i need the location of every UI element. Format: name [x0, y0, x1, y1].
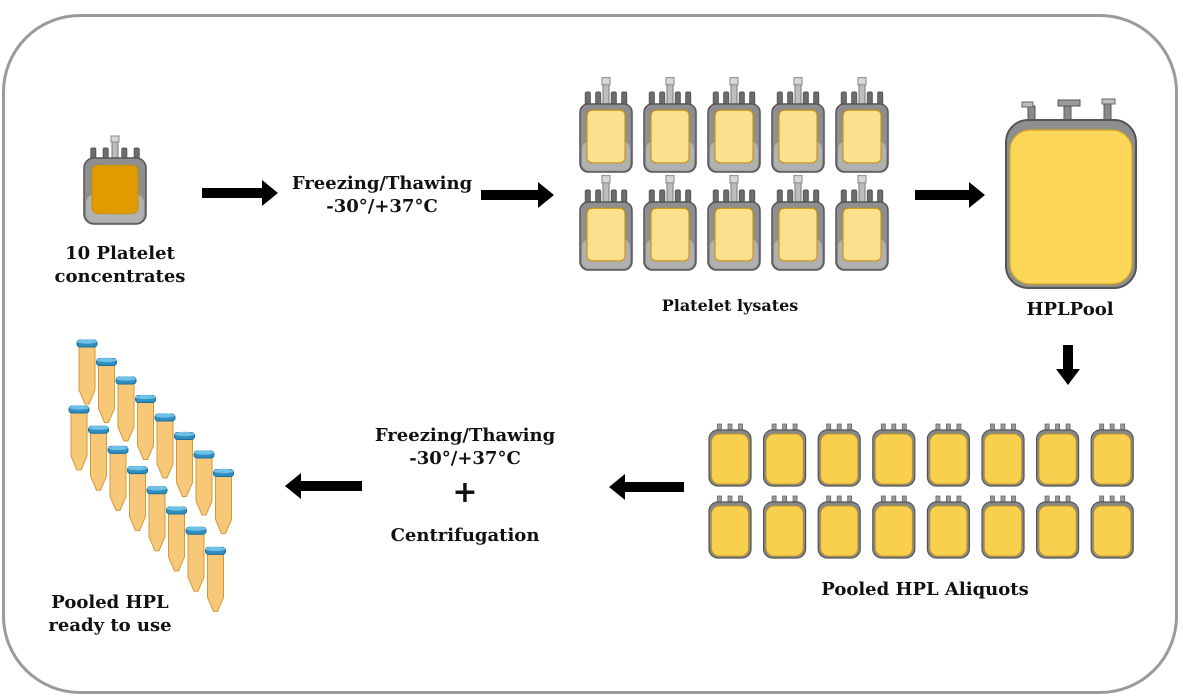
lysate-bag-3 [707, 77, 761, 173]
platelet-lysate-bags [579, 77, 889, 271]
tube-3 [115, 376, 137, 442]
aliquot-bag-12 [872, 495, 916, 559]
tube-16 [205, 546, 226, 612]
aliquot-bag-15 [1035, 495, 1080, 559]
arrow-right-1 [202, 180, 278, 206]
lysate-bag-4 [771, 77, 825, 173]
arrow-right-2 [481, 182, 554, 208]
label-pooled-hpl-aliquots: Pooled HPL Aliquots [821, 579, 1029, 600]
pooled-aliquot-bags [708, 423, 1134, 559]
label-freezing-thawing-2: Freezing/Thawing -30°/+37°C [374, 425, 556, 469]
concentrate-bag [83, 135, 147, 225]
tube-14 [166, 506, 187, 572]
lysate-bag-9 [771, 175, 825, 271]
tube-1 [76, 339, 98, 405]
tube-13 [146, 486, 168, 552]
arrow-left-1 [609, 474, 684, 500]
label-centrifugation: Centrifugation [390, 525, 540, 546]
tube-5 [154, 413, 176, 479]
process-arrows [202, 180, 1080, 500]
tube-9 [68, 405, 90, 471]
hpl-pool-bag-icon [1005, 98, 1137, 289]
lysate-bag-5 [835, 77, 889, 173]
aliquot-bag-11 [817, 495, 861, 559]
platelet-concentrate-bag-icon [83, 135, 147, 225]
aliquot-bag-2 [762, 423, 807, 487]
label-platelet-concentrates: 10 Platelet concentrates [54, 243, 186, 287]
aliquot-bag-4 [872, 423, 916, 487]
lysate-bag-8 [707, 175, 761, 271]
lysate-bag-10 [835, 175, 889, 271]
aliquot-bag-13 [926, 495, 971, 559]
tube-11 [107, 445, 129, 511]
aliquot-bag-6 [981, 423, 1025, 487]
aliquot-bag-10 [762, 495, 807, 559]
label-hpl-pool: HPLPool [1026, 299, 1114, 320]
aliquot-bag-1 [708, 423, 752, 487]
lysate-bag-6 [579, 175, 633, 271]
tube-8 [213, 468, 234, 534]
aliquot-bag-16 [1090, 495, 1134, 559]
label-pooled-hpl-ready: Pooled HPL ready to use [48, 592, 172, 636]
aliquot-bag-5 [926, 423, 971, 487]
label-freezing-thawing-1: Freezing/Thawing -30°/+37°C [291, 173, 473, 217]
aliquot-bag-7 [1035, 423, 1080, 487]
tube-6 [174, 431, 195, 497]
lysate-bag-2 [643, 77, 697, 173]
tube-2 [96, 357, 117, 423]
pooled-hpl-tubes [68, 339, 234, 612]
arrow-down [1056, 345, 1080, 385]
label-platelet-lysates: Platelet lysates [661, 296, 799, 315]
aliquot-bag-3 [817, 423, 861, 487]
tube-10 [88, 425, 109, 491]
arrow-right-3 [915, 182, 985, 208]
lysate-bag-1 [579, 77, 633, 173]
arrow-left-2 [285, 473, 362, 499]
tube-4 [135, 394, 156, 460]
tube-15 [185, 526, 207, 592]
label-plus: + [452, 475, 478, 510]
aliquot-bag-14 [981, 495, 1025, 559]
aliquot-bag-8 [1090, 423, 1134, 487]
tube-12 [127, 465, 148, 532]
aliquot-bag-9 [708, 495, 752, 559]
tube-7 [193, 450, 215, 516]
lysate-bag-7 [643, 175, 697, 271]
